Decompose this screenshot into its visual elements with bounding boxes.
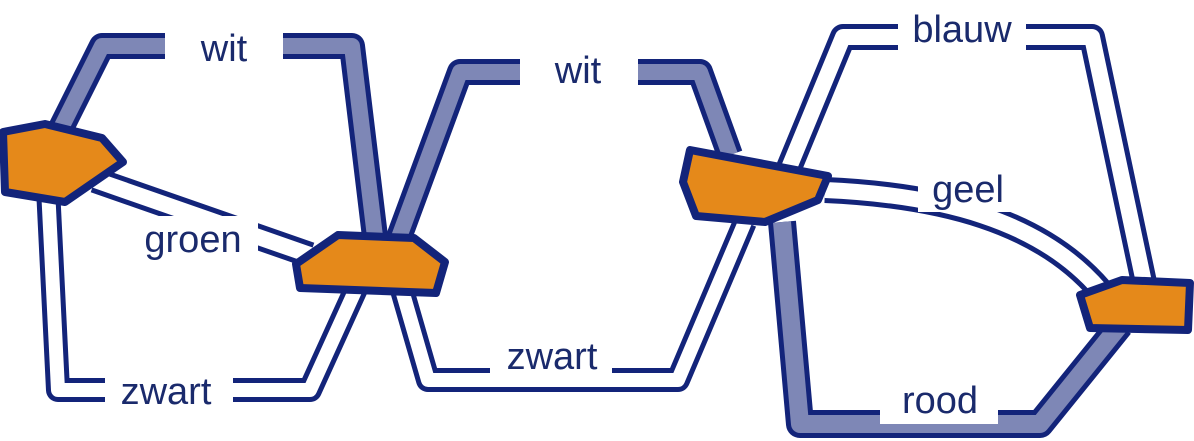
node-center-left: [292, 231, 449, 297]
label-wit-left: wit: [200, 28, 248, 70]
label-blauw: blauw: [912, 9, 1012, 51]
label-zwart-left: zwart: [121, 371, 212, 413]
label-wit-middle: wit: [554, 50, 602, 92]
label-geel: geel: [932, 169, 1004, 211]
label-rood: rood: [902, 380, 978, 422]
node-left: [0, 120, 127, 206]
edge-wit-middle-core: [390, 64, 738, 243]
edge-geel-core: [824, 182, 1107, 296]
node-right: [1076, 276, 1194, 334]
label-zwart-middle: zwart: [507, 336, 598, 378]
node-center-right: [679, 146, 832, 226]
label-groen: groen: [144, 219, 241, 261]
